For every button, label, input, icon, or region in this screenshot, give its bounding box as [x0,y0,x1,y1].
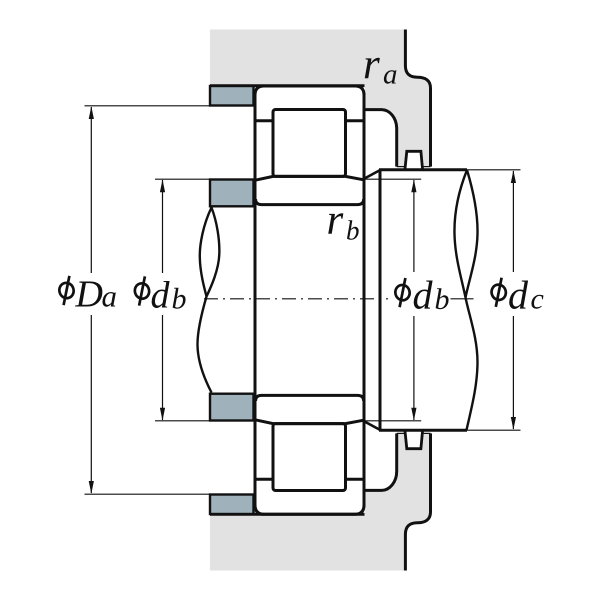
svg-text:b: b [346,215,360,245]
svg-text:d: d [151,275,171,317]
svg-text:a: a [102,279,118,314]
svg-text:b: b [435,283,450,316]
svg-text:r: r [327,197,344,244]
svg-text:d: d [413,273,434,318]
svg-text:c: c [531,283,544,316]
svg-text:d: d [508,273,529,318]
svg-text:b: b [172,283,187,316]
svg-text:a: a [383,59,398,91]
svg-text:r: r [363,42,380,89]
svg-text:D: D [75,274,103,316]
